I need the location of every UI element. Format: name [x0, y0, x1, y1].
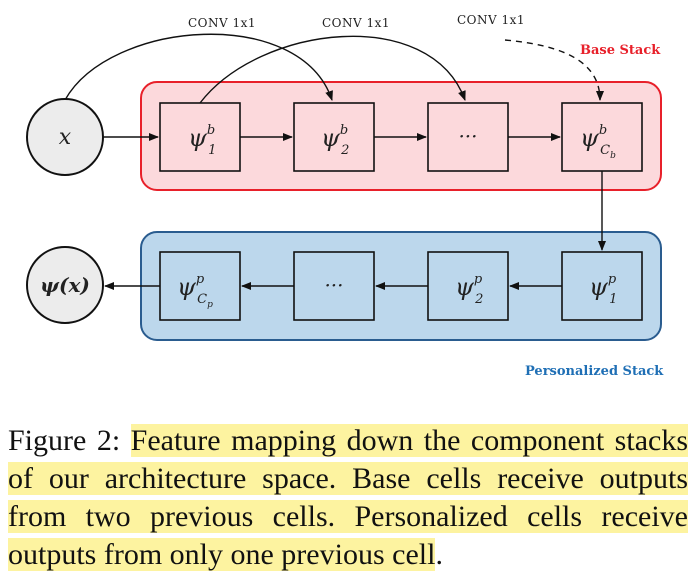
- base-stack-label: Base Stack: [580, 43, 661, 58]
- base-cell-ellipsis-label: ···: [458, 124, 477, 148]
- personal-cell-ellipsis-label: ···: [324, 273, 343, 297]
- caption-prefix: Figure 2:: [8, 424, 131, 457]
- conv-skip-arrow-1: [64, 33, 333, 101]
- conv-skip-arrow-3: [504, 39, 604, 101]
- base-stack-panel: [140, 81, 662, 191]
- personalized-stack-label: Personalized Stack: [525, 364, 664, 379]
- output-node: [26, 246, 104, 324]
- figure-caption: Figure 2: Feature mapping down the compo…: [8, 422, 688, 574]
- conv-label-3: CONV 1x1: [457, 13, 525, 27]
- conv-skip-arrow-2: [199, 35, 466, 104]
- caption-suffix: .: [435, 538, 443, 571]
- conv-label-1: CONV 1x1: [188, 16, 256, 30]
- output-node-label: ψ(x): [40, 273, 90, 297]
- conv-label-2: CONV 1x1: [322, 16, 390, 30]
- architecture-diagram: CONV 1x1 CONV 1x1 CONV 1x1 Base Stack Pe…: [26, 13, 664, 379]
- input-node-label: x: [59, 125, 72, 150]
